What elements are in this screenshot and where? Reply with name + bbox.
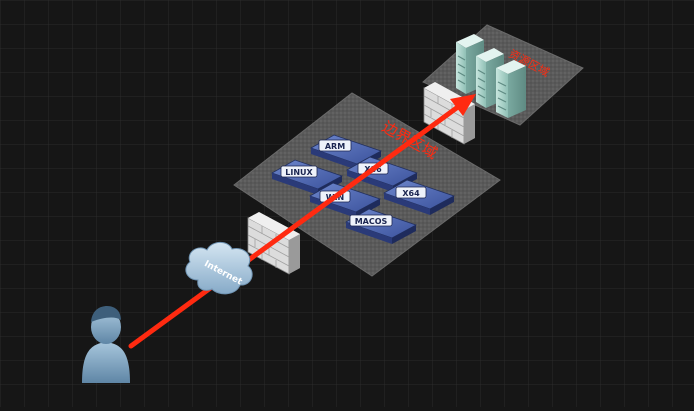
- server-x64: X64: [383, 179, 455, 215]
- internet-cloud: Internet: [185, 241, 253, 295]
- server-label: X64: [402, 189, 420, 198]
- attack-path-arrow: [128, 94, 476, 349]
- server-label: LINUX: [285, 168, 313, 177]
- server-label: ARM: [325, 142, 345, 151]
- server-tower-icon: [496, 60, 526, 118]
- server-label: MACOS: [355, 217, 388, 226]
- cloud-icon: [185, 241, 253, 295]
- user: [82, 306, 130, 383]
- resource-server-tower-3: [496, 60, 526, 118]
- server-macos: MACOS: [345, 208, 417, 244]
- boundary-zone-platform: [233, 92, 501, 277]
- user-icon: [82, 306, 130, 383]
